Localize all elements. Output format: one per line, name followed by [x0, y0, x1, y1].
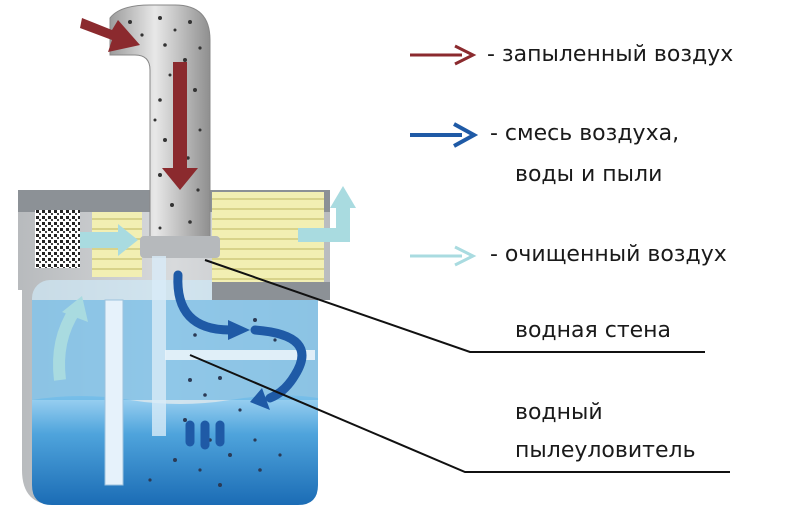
clean-air-arrows [53, 186, 356, 381]
center-tube [152, 256, 166, 436]
water-trap-leader [189, 354, 730, 473]
legend-mixture-label-line1: - смесь воздуха, [490, 121, 680, 146]
legend-clean-air-label: - очищенный воздух [490, 242, 727, 267]
legend-clean-air-arrow [410, 245, 477, 267]
outlet-tube [104, 299, 124, 486]
right-filter-base [212, 282, 330, 300]
legend-mixture-arrow [410, 122, 479, 148]
dusty-air-arrows [80, 18, 198, 190]
inner-tubes [104, 256, 315, 486]
water-wall-baffle [165, 350, 315, 360]
legend-dusty-air-label: - запыленный воздух [487, 42, 734, 67]
sponge-filter [35, 210, 80, 268]
legend-dusty-air-arrow [410, 44, 477, 66]
water [32, 395, 318, 505]
mixture-arrows [173, 270, 307, 450]
pipe-collar [140, 236, 220, 258]
leader-lines [189, 259, 730, 473]
dust-particles [148, 318, 282, 487]
water-wall-label: водная стена [515, 318, 672, 343]
water-trap-label-line2: пылеуловитель [515, 438, 696, 463]
water-trap-label-line1: водный [515, 400, 603, 425]
water-wall-leader [204, 259, 705, 353]
legend-mixture-label-line2: воды и пыли [515, 162, 663, 187]
